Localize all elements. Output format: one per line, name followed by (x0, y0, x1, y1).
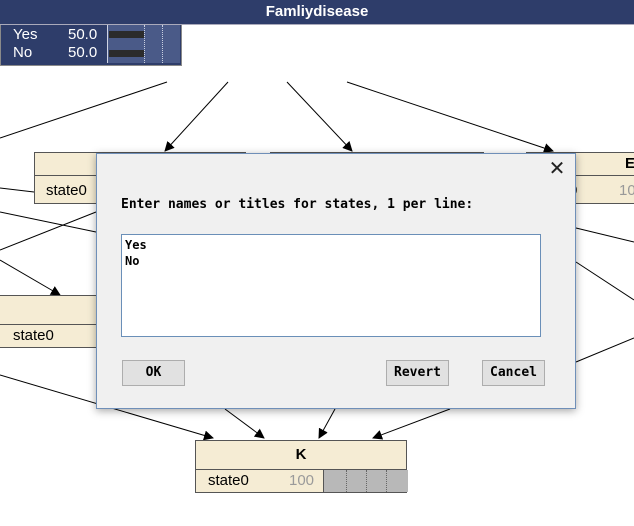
belief-bars (323, 470, 408, 492)
cancel-button[interactable]: Cancel (482, 360, 545, 386)
state-line: Yes (125, 238, 147, 252)
node-famliydisease[interactable]: Famliydisease Yes 50.0 No 50.0 (0, 0, 634, 66)
state-value: 10 (619, 182, 634, 199)
state-value: 50.0 (68, 44, 98, 61)
state-label: state0 (13, 327, 54, 344)
edge-right-b (575, 261, 634, 301)
state-value: 100 (289, 472, 315, 489)
edge-mid-k1 (224, 408, 265, 439)
state-label: Yes (13, 26, 38, 43)
state-row: No 50.0 (0, 44, 107, 62)
state-row: state0 (0, 326, 97, 346)
belief-bar (109, 50, 144, 57)
node-left-lower[interactable]: state0 (0, 295, 98, 348)
edge-left-d (0, 259, 61, 296)
state-value: 50.0 (68, 26, 98, 43)
state-label: state0 (46, 182, 87, 199)
edge-mid-k2 (318, 408, 336, 439)
state-names-textarea[interactable]: Yes No (121, 234, 541, 337)
node-title: Famliydisease (0, 0, 634, 25)
node-title: E (527, 153, 634, 176)
edge-fam-node3 (346, 81, 554, 153)
state-label: No (13, 44, 33, 61)
edge-left-c (0, 211, 97, 251)
belief-bars (107, 25, 180, 63)
state-row: Yes 50.0 (0, 26, 107, 44)
state-names-dialog: ✕ Enter names or titles for states, 1 pe… (96, 153, 576, 409)
edge-fam-node2 (286, 81, 353, 152)
state-row: state0 100 (196, 471, 406, 491)
node-title: K (196, 441, 406, 470)
node-k[interactable]: K state0 100 (195, 440, 408, 493)
edge-mid-k3 (372, 408, 451, 440)
ok-button[interactable]: OK (122, 360, 185, 386)
state-line: No (125, 254, 140, 268)
dialog-prompt: Enter names or titles for states, 1 per … (121, 197, 474, 212)
edge-right-a (575, 227, 634, 243)
node-title (0, 296, 97, 325)
close-icon[interactable]: ✕ (548, 158, 566, 180)
edge-left-a (0, 187, 35, 193)
edge-right-c (575, 337, 634, 363)
belief-bar (109, 31, 144, 38)
edge-fam-left (0, 81, 168, 139)
edge-fam-node1 (164, 81, 229, 152)
revert-button[interactable]: Revert (386, 360, 449, 386)
state-label: state0 (208, 472, 249, 489)
edge-left-b (0, 211, 97, 233)
